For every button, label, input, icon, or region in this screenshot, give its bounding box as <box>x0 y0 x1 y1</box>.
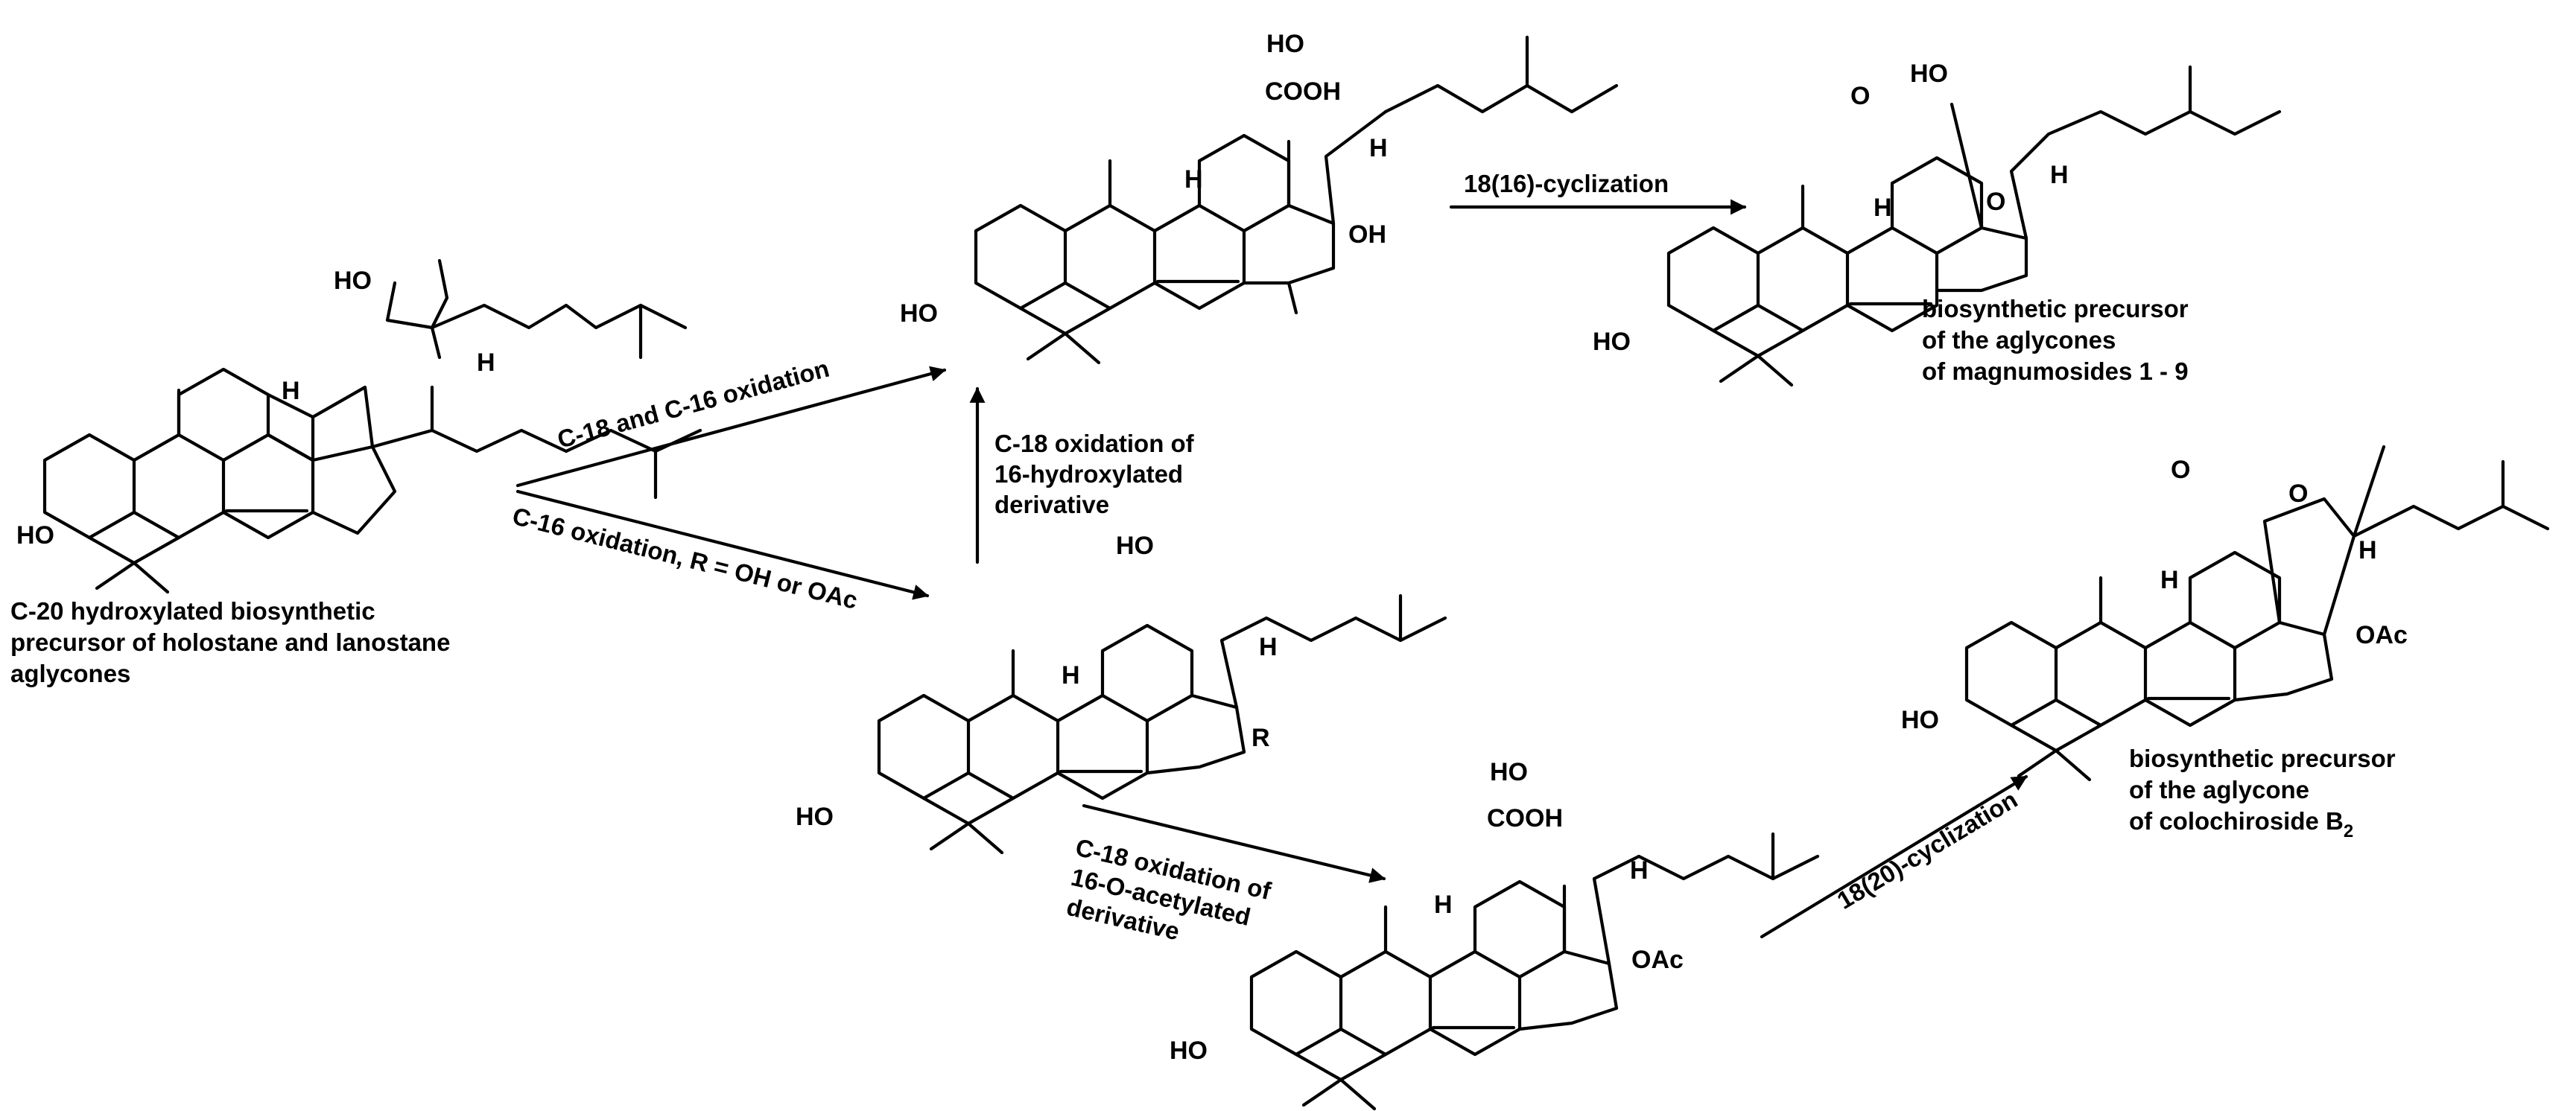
arrow-labels: C-18 and C-16 oxidation C-16 oxidation, … <box>510 170 2022 945</box>
compound-colochiroside-precursor: HO O O H H OAc <box>1901 445 2550 782</box>
oxo-label: O <box>1850 82 1870 110</box>
acetoxy-16-label: OAc <box>1631 946 1684 974</box>
ether-oxygen-label: O <box>1986 188 2005 216</box>
r-substituent-label: R <box>1251 724 1270 752</box>
carboxyl-label: COOH <box>1265 77 1341 106</box>
caption-colochiroside-2: of the aglycone <box>2129 776 2309 803</box>
hydrogen-17-label: H <box>477 348 495 377</box>
caption-colochiroside-3: of colochiroside B2 <box>2129 807 2353 841</box>
hydrogen-17-label: H <box>2050 161 2069 189</box>
caption-colochiroside-subscript: 2 <box>2344 821 2353 841</box>
hydrogen-9-label: H <box>1434 891 1453 919</box>
hydrogen-17-label: H <box>1259 633 1278 661</box>
acetoxy-16-label: OAc <box>2355 621 2408 649</box>
compound-magnumoside-precursor: HO HO O O H H <box>1593 60 2282 387</box>
compound-captions: C-20 hydroxylated biosynthetic precursor… <box>10 295 2396 841</box>
hydrogen-17-label: H <box>1369 134 1388 162</box>
hydrogen-9-label: H <box>2160 566 2179 594</box>
reaction-arrows <box>515 199 2028 939</box>
hydroxyl-3-label: HO <box>1593 328 1631 356</box>
hydroxyl-3-label: HO <box>16 521 54 550</box>
arrow-c18-c16-oxidation <box>515 366 947 488</box>
caption-colochiroside-1: biosynthetic precursor <box>2129 745 2396 772</box>
caption-colochiroside-main: of colochiroside B <box>2129 807 2344 835</box>
carboxyl-label: COOH <box>1487 804 1563 833</box>
hydroxyl-20-label: HO <box>1490 758 1528 786</box>
hydrogen-17-label: H <box>2358 536 2377 564</box>
caption-start-1: C-20 hydroxylated biosynthetic <box>10 597 375 625</box>
hydrogen-9-label: H <box>1062 661 1080 690</box>
hydroxyl-20-label: HO <box>334 267 372 295</box>
compound-intermediate: HO HO H H R <box>796 532 1447 855</box>
label-c18-of-16-hydroxylated-3: derivative <box>994 491 1109 518</box>
label-c18-of-16-hydroxylated-1: C-18 oxidation of <box>994 430 1195 457</box>
caption-start-2: precursor of holostane and lanostane <box>10 628 450 656</box>
arrow-c16-oxidation <box>515 489 930 600</box>
hydroxyl-16-label: OH <box>1348 220 1386 249</box>
hydrogen-17-label: H <box>1630 856 1649 885</box>
label-18-20-cyclization: 18(20)-cyclization <box>1833 786 2023 914</box>
label-c16-oxidation: C-16 oxidation, R = OH or OAc <box>510 502 860 614</box>
caption-start-3: aglycones <box>10 660 130 687</box>
hydroxyl-3-label: HO <box>796 803 834 831</box>
hydroxyl-20-label: HO <box>1116 532 1154 560</box>
lactone-oxygen-label: O <box>2288 480 2308 508</box>
arrow-c18-of-16-acetylated <box>1082 803 1386 883</box>
label-c18-of-16-hydroxylated-2: 16-hydroxylated <box>994 460 1183 488</box>
hydroxyl-20-label: HO <box>1910 60 1948 88</box>
compound-start: HO HO H H <box>16 258 702 594</box>
arrow-18-20-cyclization <box>1760 774 2028 939</box>
hydroxyl-3-label: HO <box>900 299 938 328</box>
hydroxyl-3-label: HO <box>1901 706 1939 734</box>
hydroxyl-20-label: HO <box>1266 30 1304 58</box>
label-18-16-cyclization: 18(16)-cyclization <box>1464 170 1669 197</box>
hydrogen-9-label: H <box>1874 194 1892 222</box>
caption-magnumoside-1: biosynthetic precursor <box>1922 295 2189 322</box>
caption-magnumoside-2: of the aglycones <box>1922 326 2116 354</box>
hydroxyl-3-label: HO <box>1170 1037 1208 1065</box>
caption-magnumoside-3: of magnumosides 1 - 9 <box>1922 357 2189 385</box>
hydrogen-9-label: H <box>1184 165 1203 194</box>
compound-top-acid: HO HO COOH H H OH <box>900 30 1619 365</box>
compound-bottom-acid: HO HO COOH H H OAc <box>1170 758 1820 1111</box>
oxo-label: O <box>2171 456 2190 484</box>
hydrogen-9-label: H <box>282 377 300 405</box>
